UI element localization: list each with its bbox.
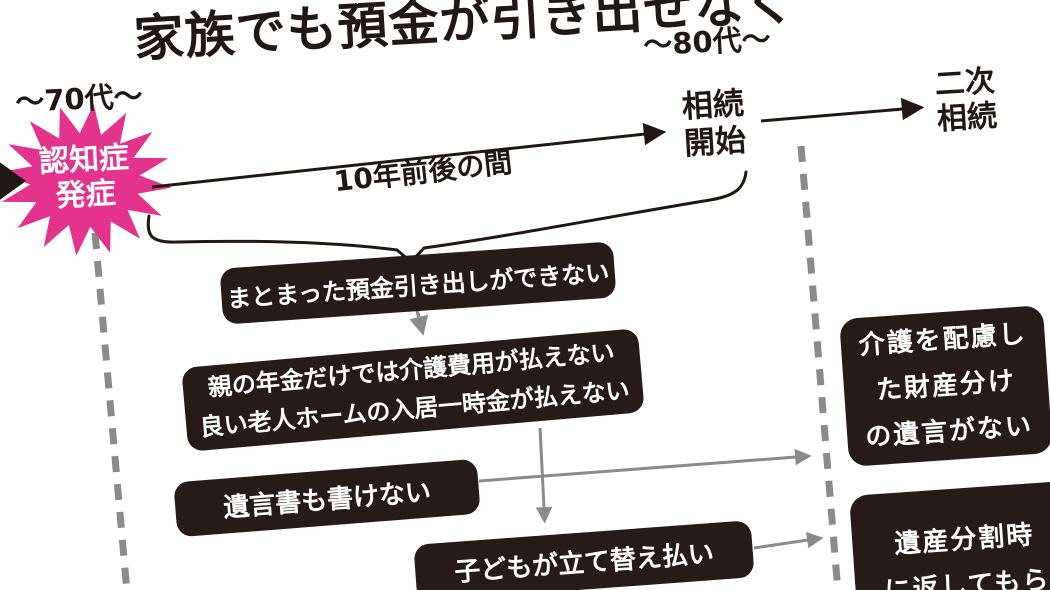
arrow-will-to-consequence [478,448,812,483]
onset-burst-label: 認知症 発症 [38,140,130,215]
secondary-inheritance-arrow [760,97,925,123]
arrow-children-to-repayment [753,531,824,550]
dashed-line-right [797,145,842,590]
consequence-box-no-care-will: 介護を配慮し た財産分け の遺言がない [839,305,1050,467]
duration-brace [146,170,748,264]
age-label-70s: 〜70代〜 [14,78,144,120]
age-label-80s: 〜80代〜 [642,21,772,63]
offpage-arrowhead [0,162,26,200]
inheritance-start-label: 相続 開始 [680,85,748,162]
dashed-line-left [91,232,131,590]
arrow-pension-to-children [535,427,553,524]
consequence-box-repayment: 遺産分割時 に返してもら [849,480,1050,590]
secondary-inheritance-label: 二次 相続 [933,63,999,138]
starburst-shape [0,104,172,256]
timeline-arrow [151,122,667,189]
